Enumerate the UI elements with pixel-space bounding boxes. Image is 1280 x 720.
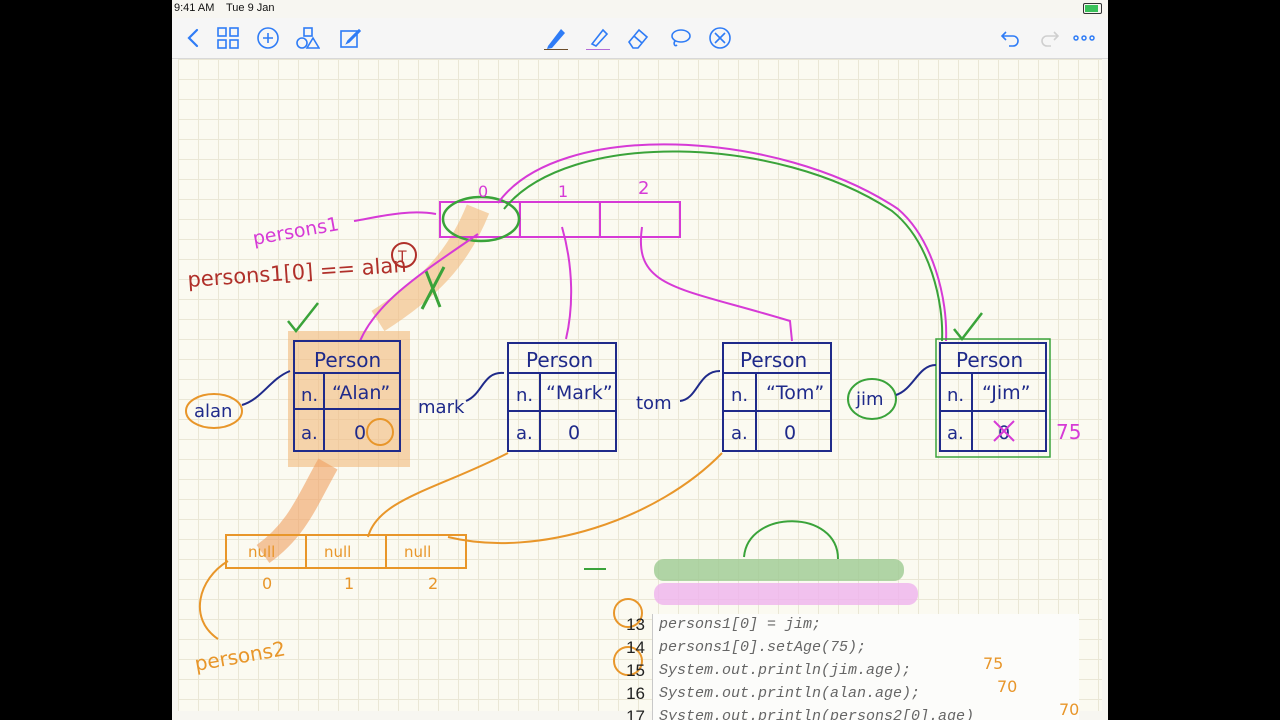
idx2-2: 2 bbox=[428, 574, 438, 593]
highlighter-icon[interactable] bbox=[584, 24, 612, 52]
line-number: 15 bbox=[626, 661, 645, 680]
check-mark-2 bbox=[953, 312, 983, 342]
highlight-path bbox=[371, 204, 490, 332]
redo-icon[interactable] bbox=[1036, 24, 1064, 52]
person-object-tom: Person n. “Tom” a. 0 bbox=[722, 342, 832, 452]
new-age-value: 75 bbox=[1056, 420, 1081, 444]
svg-text:“Alan”: “Alan” bbox=[332, 382, 390, 404]
true-mark: T bbox=[397, 249, 407, 265]
line-number: 16 bbox=[626, 684, 645, 703]
note-canvas[interactable]: 0 1 2 persons1 persons1[0] == alan T bbox=[178, 59, 1102, 720]
code-line-13: 13 persons1[0] = jim; bbox=[626, 614, 1079, 637]
code-line-17: 17 System.out.println(persons2[0].age) 7… bbox=[626, 700, 1079, 720]
index-0: 0 bbox=[478, 182, 488, 201]
null-1: null bbox=[324, 543, 351, 561]
svg-text:0: 0 bbox=[354, 422, 366, 444]
battery-icon bbox=[1083, 3, 1102, 14]
index-1: 1 bbox=[558, 182, 568, 201]
alias-expression: persons1[0] == alan bbox=[187, 253, 408, 292]
idx2-1: 1 bbox=[344, 574, 354, 593]
svg-text:“Mark”: “Mark” bbox=[546, 382, 613, 404]
output-note: 70 bbox=[997, 677, 1018, 696]
highlight-path-2 bbox=[256, 458, 338, 563]
handwritten-diagram: 0 1 2 persons1 persons1[0] == alan T bbox=[185, 143, 1081, 676]
persons2-label: persons2 bbox=[193, 636, 287, 676]
tom-label: tom bbox=[636, 393, 672, 414]
idx2-0: 0 bbox=[262, 574, 272, 593]
persons2-array bbox=[225, 534, 467, 569]
code-text: persons1[0] = jim; bbox=[659, 616, 822, 633]
svg-text:n.: n. bbox=[731, 385, 748, 406]
svg-text:“Tom”: “Tom” bbox=[766, 382, 824, 404]
back-icon[interactable] bbox=[180, 24, 208, 52]
add-page-icon[interactable] bbox=[254, 24, 282, 52]
svg-text:0: 0 bbox=[784, 422, 796, 444]
code-text: System.out.println(alan.age); bbox=[659, 685, 921, 702]
svg-text:n.: n. bbox=[301, 385, 318, 406]
undo-icon[interactable] bbox=[996, 24, 1024, 52]
person-object-alan: Person n. “Alan” a. 0 bbox=[293, 340, 401, 452]
svg-text:Person: Person bbox=[740, 348, 807, 372]
svg-text:a.: a. bbox=[301, 423, 318, 444]
alan-label: alan bbox=[194, 401, 232, 422]
eraser-icon[interactable] bbox=[624, 24, 652, 52]
line13-highlight bbox=[654, 559, 904, 581]
code-listing: 13 persons1[0] = jim; 14 persons1[0].set… bbox=[626, 614, 1079, 720]
code-line-14: 14 persons1[0].setAge(75); bbox=[626, 637, 1079, 660]
check-mark bbox=[287, 302, 319, 334]
pen-icon[interactable] bbox=[542, 24, 570, 52]
mark-label: mark bbox=[418, 397, 465, 418]
svg-text:a.: a. bbox=[731, 423, 748, 444]
output-note: 75 bbox=[983, 654, 1004, 673]
svg-text:n.: n. bbox=[947, 385, 964, 406]
edit-icon[interactable] bbox=[336, 24, 364, 52]
status-time: 9:41 AM bbox=[174, 2, 215, 14]
slot0-circle bbox=[441, 195, 521, 243]
code-line-16: 16 System.out.println(alan.age); 70 bbox=[626, 677, 1079, 706]
svg-text:a.: a. bbox=[516, 423, 533, 444]
persons1-label: persons1 bbox=[251, 213, 341, 250]
svg-text:0: 0 bbox=[998, 422, 1010, 444]
svg-text:0: 0 bbox=[568, 422, 580, 444]
person-object-jim: Person n. “Jim” a. 0 bbox=[935, 338, 1051, 458]
jim-label: jim bbox=[855, 389, 884, 410]
code-text: System.out.println(persons2[0].age) bbox=[659, 708, 975, 720]
svg-text:Person: Person bbox=[956, 348, 1023, 372]
code-text: System.out.println(jim.age); bbox=[659, 662, 912, 679]
line14-highlight bbox=[654, 583, 918, 605]
person-object-mark: Person n. “Mark” a. 0 bbox=[507, 342, 617, 452]
lasso-icon[interactable] bbox=[666, 24, 694, 52]
ipad-screen: 9:41 AM Tue 9 Jan bbox=[172, 0, 1108, 720]
close-circle-icon[interactable] bbox=[706, 24, 734, 52]
code-line-15: 15 System.out.println(jim.age); 75 bbox=[626, 654, 1079, 683]
thumbnails-icon[interactable] bbox=[214, 24, 242, 52]
status-bar: 9:41 AM Tue 9 Jan bbox=[172, 0, 1108, 18]
svg-text:Person: Person bbox=[314, 348, 381, 372]
status-date: Tue 9 Jan bbox=[226, 2, 275, 14]
svg-text:n.: n. bbox=[516, 385, 533, 406]
cross-mark bbox=[420, 266, 446, 310]
svg-text:“Jim”: “Jim” bbox=[982, 382, 1031, 404]
highlight-alan bbox=[288, 331, 410, 467]
toolbar bbox=[172, 18, 1108, 59]
code-text: persons1[0].setAge(75); bbox=[659, 639, 867, 656]
line-number: 14 bbox=[626, 638, 645, 657]
output-note: 70 bbox=[1059, 700, 1080, 719]
persons1-array bbox=[439, 201, 681, 238]
more-icon[interactable] bbox=[1070, 24, 1098, 52]
null-0: null bbox=[248, 543, 275, 561]
line-number: 17 bbox=[626, 707, 645, 720]
null-2: null bbox=[404, 543, 431, 561]
svg-text:a.: a. bbox=[947, 423, 964, 444]
index-2: 2 bbox=[638, 178, 649, 199]
shapes-icon[interactable] bbox=[294, 24, 322, 52]
line-number: 13 bbox=[626, 615, 645, 634]
svg-text:Person: Person bbox=[526, 348, 593, 372]
